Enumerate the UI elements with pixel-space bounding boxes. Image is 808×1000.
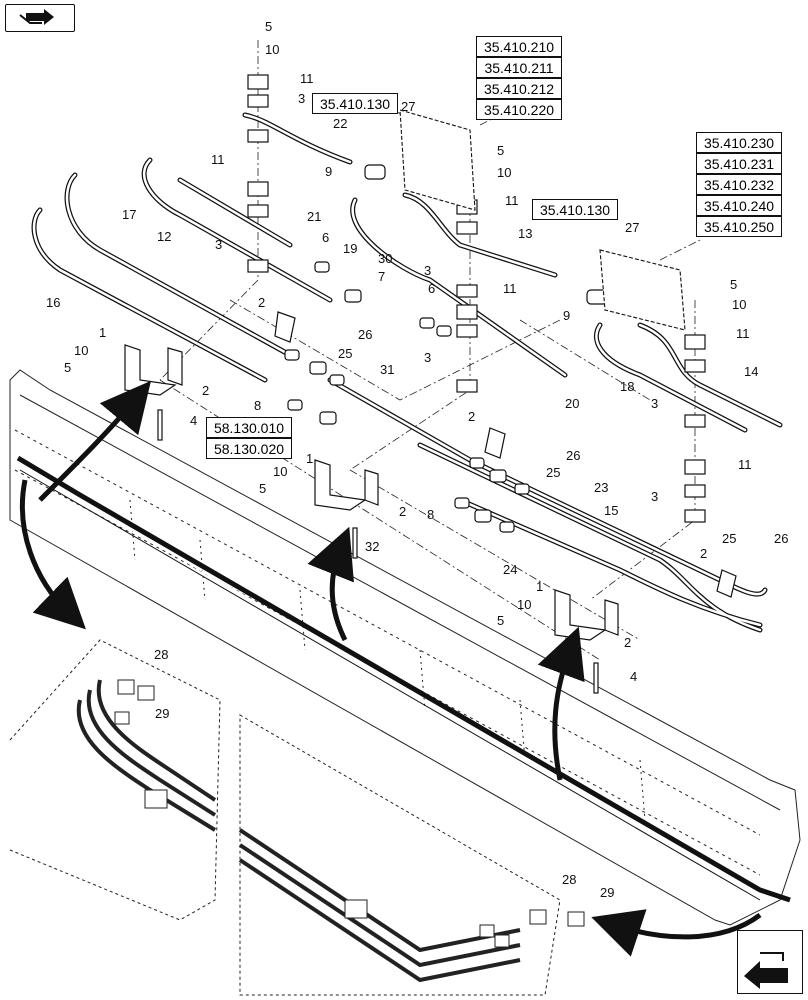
callout-c32: 32 bbox=[365, 539, 380, 554]
ref-35-410-211[interactable]: 35.410.211 bbox=[476, 57, 562, 78]
callout-c29b: 29 bbox=[600, 885, 615, 900]
callout-c9b: 9 bbox=[563, 308, 571, 323]
callout-c25c: 25 bbox=[722, 531, 737, 546]
fittings bbox=[284, 164, 608, 533]
callout-c18: 18 bbox=[620, 379, 635, 394]
ref-35-410-250[interactable]: 35.410.250 bbox=[696, 216, 782, 237]
callout-c31: 31 bbox=[380, 362, 395, 377]
callout-c11e: 11 bbox=[736, 326, 750, 341]
callout-c26b: 26 bbox=[566, 448, 581, 463]
ref-35-410-210[interactable]: 35.410.210 bbox=[476, 36, 562, 57]
callout-c30: 30 bbox=[378, 251, 393, 266]
callout-c10c: 10 bbox=[732, 297, 747, 312]
callout-c2e: 2 bbox=[700, 546, 708, 561]
ref-35-410-240[interactable]: 35.410.240 bbox=[696, 195, 782, 216]
callout-c25a: 25 bbox=[338, 346, 353, 361]
detail-inset-left bbox=[9, 639, 221, 921]
callout-c20: 20 bbox=[565, 396, 580, 411]
detail-inset-center bbox=[238, 714, 585, 996]
callout-c8b: 8 bbox=[427, 507, 435, 522]
callout-c11d: 11 bbox=[503, 281, 517, 296]
callout-c11b: 11 bbox=[505, 193, 519, 208]
ref-58-130-010[interactable]: 58.130.010 bbox=[206, 417, 292, 438]
callout-c29a: 29 bbox=[155, 706, 170, 721]
hose-bundle-on-beam bbox=[16, 455, 791, 903]
callout-c5a: 5 bbox=[265, 19, 273, 34]
callout-c5b: 5 bbox=[497, 143, 505, 158]
callout-c24: 24 bbox=[503, 562, 518, 577]
callout-c6a: 6 bbox=[322, 230, 330, 245]
callout-c5e: 5 bbox=[259, 481, 267, 496]
callout-c2c: 2 bbox=[468, 409, 476, 424]
callout-c10f: 10 bbox=[517, 597, 532, 612]
ref-58-130-020[interactable]: 58.130.020 bbox=[206, 438, 292, 459]
callout-c1a: 1 bbox=[99, 325, 107, 340]
callout-c27b: 27 bbox=[625, 220, 640, 235]
ref-35-410-231[interactable]: 35.410.231 bbox=[696, 153, 782, 174]
callout-c25b: 25 bbox=[546, 465, 561, 480]
callout-c16: 16 bbox=[46, 295, 61, 310]
callout-c28a: 28 bbox=[154, 647, 169, 662]
callout-c8a: 8 bbox=[254, 398, 262, 413]
forward-page-icon[interactable] bbox=[5, 4, 75, 32]
callout-c4a: 4 bbox=[190, 413, 198, 428]
ref-35-410-212[interactable]: 35.410.212 bbox=[476, 78, 562, 99]
callout-c28b: 28 bbox=[562, 872, 577, 887]
callout-c5d: 5 bbox=[64, 360, 72, 375]
callout-c11f: 11 bbox=[738, 457, 752, 472]
callout-c3c: 3 bbox=[424, 263, 432, 278]
back-arrow-icon[interactable] bbox=[737, 930, 803, 994]
callout-c6b: 6 bbox=[428, 281, 436, 296]
callout-c10e: 10 bbox=[273, 464, 288, 479]
callout-c3b: 3 bbox=[215, 237, 223, 252]
callout-c22: 22 bbox=[333, 116, 348, 131]
callout-c19: 19 bbox=[343, 241, 358, 256]
callout-c3a: 3 bbox=[298, 91, 306, 106]
callout-c11a: 11 bbox=[300, 71, 314, 86]
callout-c11c: 11 bbox=[211, 152, 225, 167]
callout-c17: 17 bbox=[122, 207, 137, 222]
ref-35-410-230[interactable]: 35.410.230 bbox=[696, 132, 782, 153]
detail-arrows bbox=[19, 380, 762, 957]
callout-c15: 15 bbox=[604, 503, 619, 518]
callout-c9a: 9 bbox=[325, 164, 333, 179]
callout-c3f: 3 bbox=[651, 489, 659, 504]
ref-35-410-220[interactable]: 35.410.220 bbox=[476, 99, 562, 120]
callout-c23: 23 bbox=[594, 480, 609, 495]
callout-c3d: 3 bbox=[424, 350, 432, 365]
callout-c1c: 1 bbox=[536, 579, 544, 594]
callout-c5c: 5 bbox=[730, 277, 738, 292]
callout-c1b: 1 bbox=[306, 451, 314, 466]
callout-c2a: 2 bbox=[258, 295, 266, 310]
bulkhead-plates bbox=[399, 109, 686, 331]
callout-c12: 12 bbox=[157, 229, 172, 244]
callout-c2b: 2 bbox=[202, 383, 210, 398]
callout-c2d: 2 bbox=[399, 504, 407, 519]
callout-c21: 21 bbox=[307, 209, 322, 224]
callout-c14: 14 bbox=[744, 364, 759, 379]
ref-35-410-130-right[interactable]: 35.410.130 bbox=[532, 199, 618, 220]
callout-c26a: 26 bbox=[358, 327, 373, 342]
callout-c2f: 2 bbox=[624, 635, 632, 650]
ref-35-410-130-left[interactable]: 35.410.130 bbox=[312, 93, 398, 114]
mounting-brackets bbox=[124, 311, 737, 694]
callout-c10b: 10 bbox=[497, 165, 512, 180]
ref-35-410-232[interactable]: 35.410.232 bbox=[696, 174, 782, 195]
callout-c3e: 3 bbox=[651, 396, 659, 411]
callout-c5f: 5 bbox=[497, 613, 505, 628]
clamps bbox=[247, 74, 706, 523]
callout-c4b: 4 bbox=[630, 669, 638, 684]
callout-c7: 7 bbox=[378, 269, 386, 284]
header-frame bbox=[9, 369, 801, 926]
hydraulic-tubes bbox=[31, 112, 783, 633]
callout-c10d: 10 bbox=[74, 343, 89, 358]
callout-c10a: 10 bbox=[265, 42, 280, 57]
callout-c27a: 27 bbox=[401, 99, 416, 114]
callout-c26c: 26 bbox=[774, 531, 789, 546]
callout-c13: 13 bbox=[518, 226, 533, 241]
